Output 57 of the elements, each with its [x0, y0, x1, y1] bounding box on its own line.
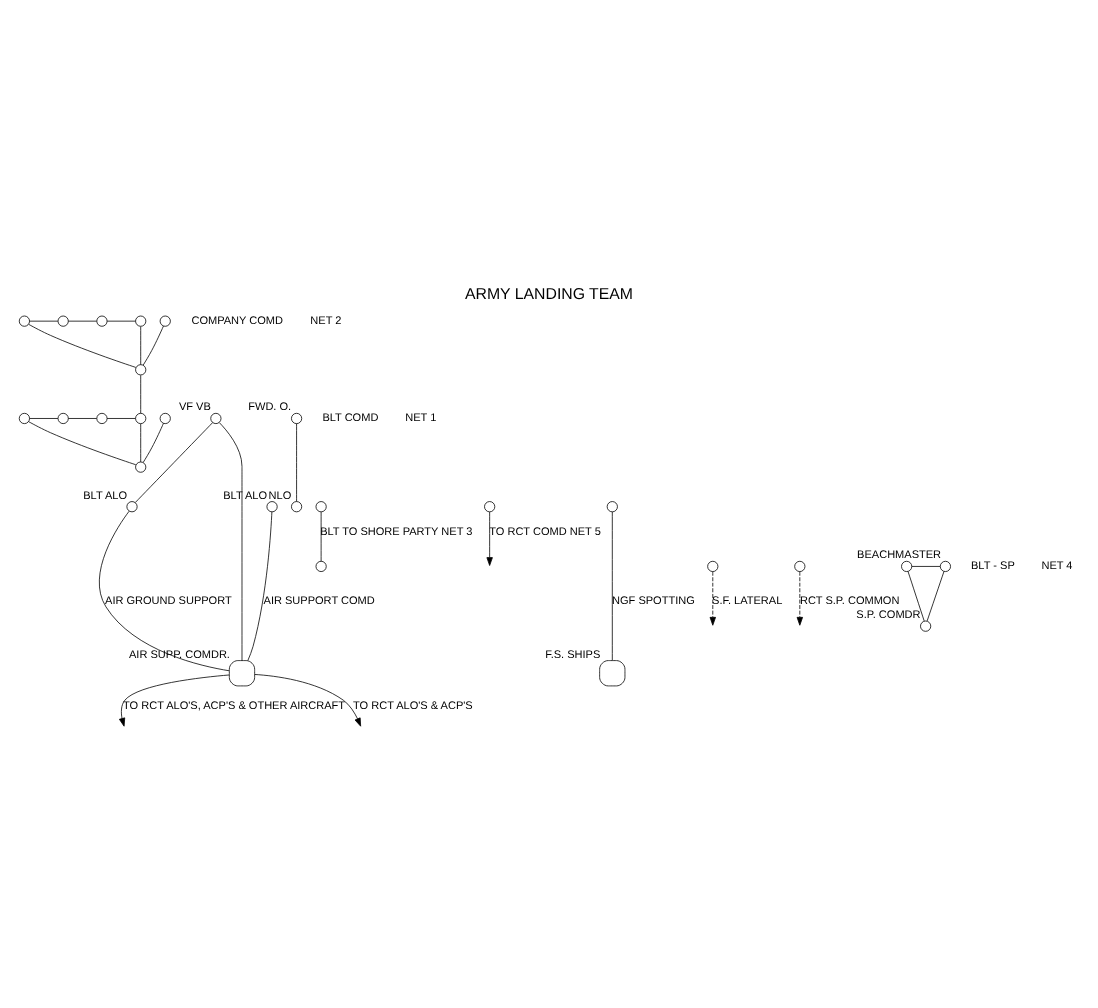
node-circle: [315, 559, 327, 571]
connector: [218, 421, 243, 660]
node-circle: [96, 411, 108, 423]
connector: [142, 421, 164, 462]
arrow: [118, 673, 230, 726]
connector: [134, 421, 214, 502]
connector: [106, 319, 136, 321]
connector: [67, 319, 98, 321]
connector: [140, 373, 142, 413]
connector: [140, 422, 142, 462]
node-circle: [18, 314, 30, 326]
connector: [98, 509, 230, 671]
node-circle: [159, 411, 171, 423]
node-box: [228, 659, 256, 686]
node-circle: [135, 411, 147, 423]
node-circle: [126, 500, 138, 512]
node-circle: [484, 500, 496, 512]
connector: [29, 417, 59, 418]
node-box: [599, 659, 626, 686]
node-circle: [939, 559, 951, 571]
arrow: [709, 570, 716, 625]
node-circle: [57, 314, 69, 326]
connector: [67, 417, 98, 418]
connector: [320, 510, 322, 561]
node-circle: [135, 460, 147, 472]
connector: [247, 510, 273, 660]
node-circle: [794, 559, 806, 571]
connector: [28, 420, 137, 465]
connector: [106, 417, 136, 418]
node-circle: [606, 500, 618, 512]
connector: [28, 323, 137, 367]
node-circle: [159, 314, 171, 326]
diagram-title: ARMY LANDING TEAM: [464, 283, 634, 302]
arrow: [254, 673, 362, 726]
node-circle: [266, 500, 278, 512]
node-circle: [18, 411, 30, 423]
connector: [29, 319, 59, 321]
connector: [140, 325, 142, 364]
arrow: [796, 570, 803, 625]
node-circle: [135, 314, 147, 326]
connector: [926, 570, 945, 621]
node-circle: [57, 411, 69, 423]
node-circle: [315, 500, 327, 512]
node-circle: [901, 559, 913, 571]
node-circle: [135, 363, 147, 375]
arrow: [486, 510, 493, 565]
node-circle: [291, 500, 303, 512]
connector: [911, 565, 941, 566]
node-circle: [210, 411, 222, 423]
node-circle: [920, 619, 932, 631]
node-circle: [96, 314, 108, 326]
connector: [611, 510, 613, 660]
connector: [142, 324, 164, 365]
connector: [296, 422, 297, 501]
node-circle: [707, 559, 719, 571]
connector: [907, 570, 925, 621]
node-circle: [291, 411, 303, 423]
